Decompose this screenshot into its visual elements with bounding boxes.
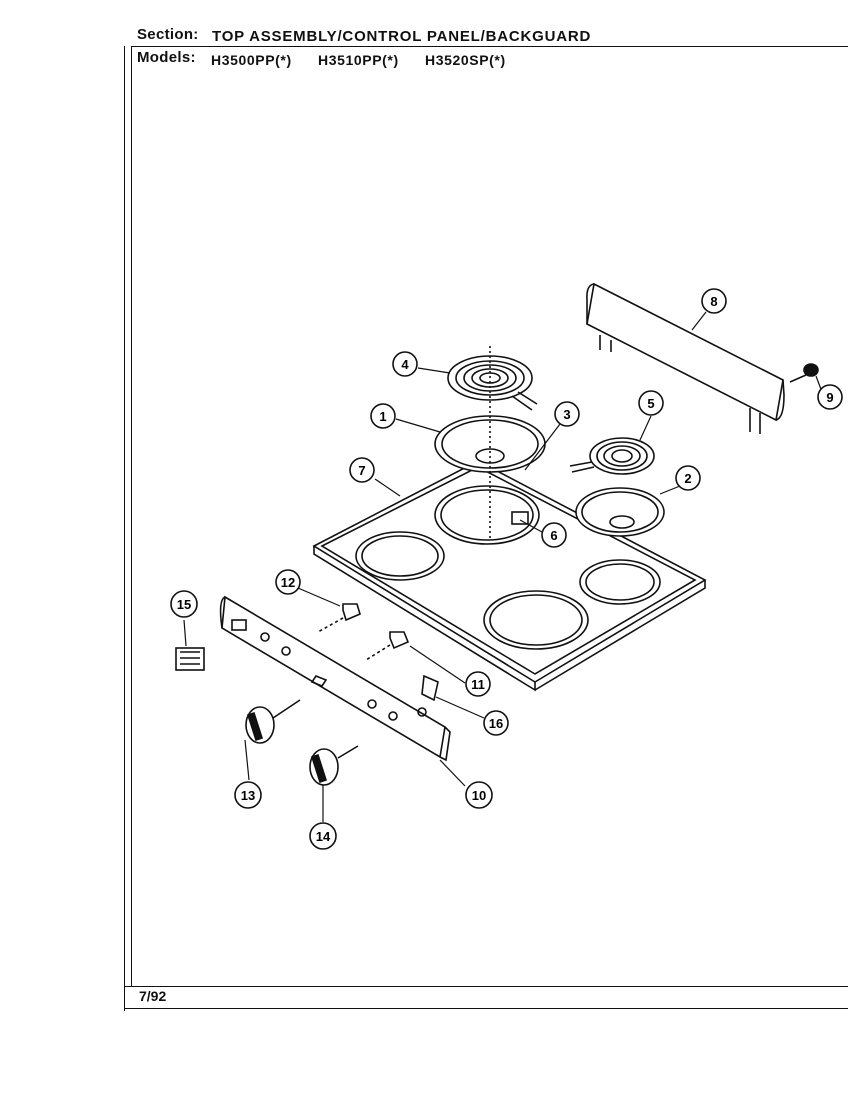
cooktop-part xyxy=(312,460,707,692)
callout-number: 16 xyxy=(489,716,503,731)
switch-part xyxy=(317,603,410,661)
callout-11: 11 xyxy=(465,671,491,697)
callout-8: 8 xyxy=(701,288,727,314)
models-label: Models: xyxy=(137,49,196,66)
callout-number: 4 xyxy=(401,357,409,372)
callout-number: 12 xyxy=(281,575,295,590)
control-panel-part xyxy=(219,595,451,762)
callout-7: 7 xyxy=(349,457,375,483)
callout-2: 2 xyxy=(675,465,701,491)
callout-number: 13 xyxy=(241,788,255,803)
callout-number: 3 xyxy=(563,407,570,422)
screw-part xyxy=(789,363,819,383)
callout-15: 15 xyxy=(170,590,198,618)
backguard-part xyxy=(586,282,785,434)
callout-3: 3 xyxy=(554,401,580,427)
frame-left-rule xyxy=(124,46,125,1011)
footer-date: 7/92 xyxy=(139,988,167,1004)
footer-rule-bottom xyxy=(124,1008,848,1009)
callout-16: 16 xyxy=(483,710,509,736)
model-number: H3510PP(*) xyxy=(318,52,399,68)
surface-element-large-part xyxy=(447,355,538,411)
footer-rule-top xyxy=(124,986,848,987)
knob-part xyxy=(245,699,359,786)
clock-timer-part xyxy=(175,647,205,671)
callout-number: 14 xyxy=(316,829,331,844)
callout-4: 4 xyxy=(392,351,418,377)
callout-number: 15 xyxy=(177,597,191,612)
callout-10: 10 xyxy=(465,781,493,809)
section-label: Section: xyxy=(137,26,199,43)
callout-5: 5 xyxy=(638,390,664,416)
section-title: TOP ASSEMBLY/CONTROL PANEL/BACKGUARD xyxy=(212,28,592,45)
callouts: 1 2 3 4 5 6 7 8 9 10 11 12 13 14 15 16 xyxy=(170,288,843,850)
callout-12: 12 xyxy=(275,569,301,595)
header-rule xyxy=(131,46,848,47)
callout-number: 7 xyxy=(358,463,365,478)
callout-number: 8 xyxy=(710,294,717,309)
callout-1: 1 xyxy=(370,403,396,429)
indicator-light-part xyxy=(421,674,439,702)
callout-number: 5 xyxy=(647,396,654,411)
callout-6: 6 xyxy=(541,522,567,548)
callout-number: 11 xyxy=(471,677,485,692)
callout-number: 9 xyxy=(826,390,833,405)
surface-element-small-part xyxy=(569,437,655,475)
drip-pan-small-part xyxy=(575,487,665,537)
callout-13: 13 xyxy=(234,781,262,809)
callout-number: 1 xyxy=(379,409,386,424)
receptacle-part xyxy=(489,346,529,540)
callout-number: 10 xyxy=(472,788,486,803)
frame-inner-left-rule xyxy=(131,46,132,986)
callout-number: 2 xyxy=(684,471,691,486)
model-number: H3500PP(*) xyxy=(211,52,292,68)
drip-pan-large-part xyxy=(434,415,546,473)
model-number: H3520SP(*) xyxy=(425,52,506,68)
callout-number: 6 xyxy=(550,528,557,543)
callout-9: 9 xyxy=(817,384,843,410)
callout-14: 14 xyxy=(309,822,337,850)
